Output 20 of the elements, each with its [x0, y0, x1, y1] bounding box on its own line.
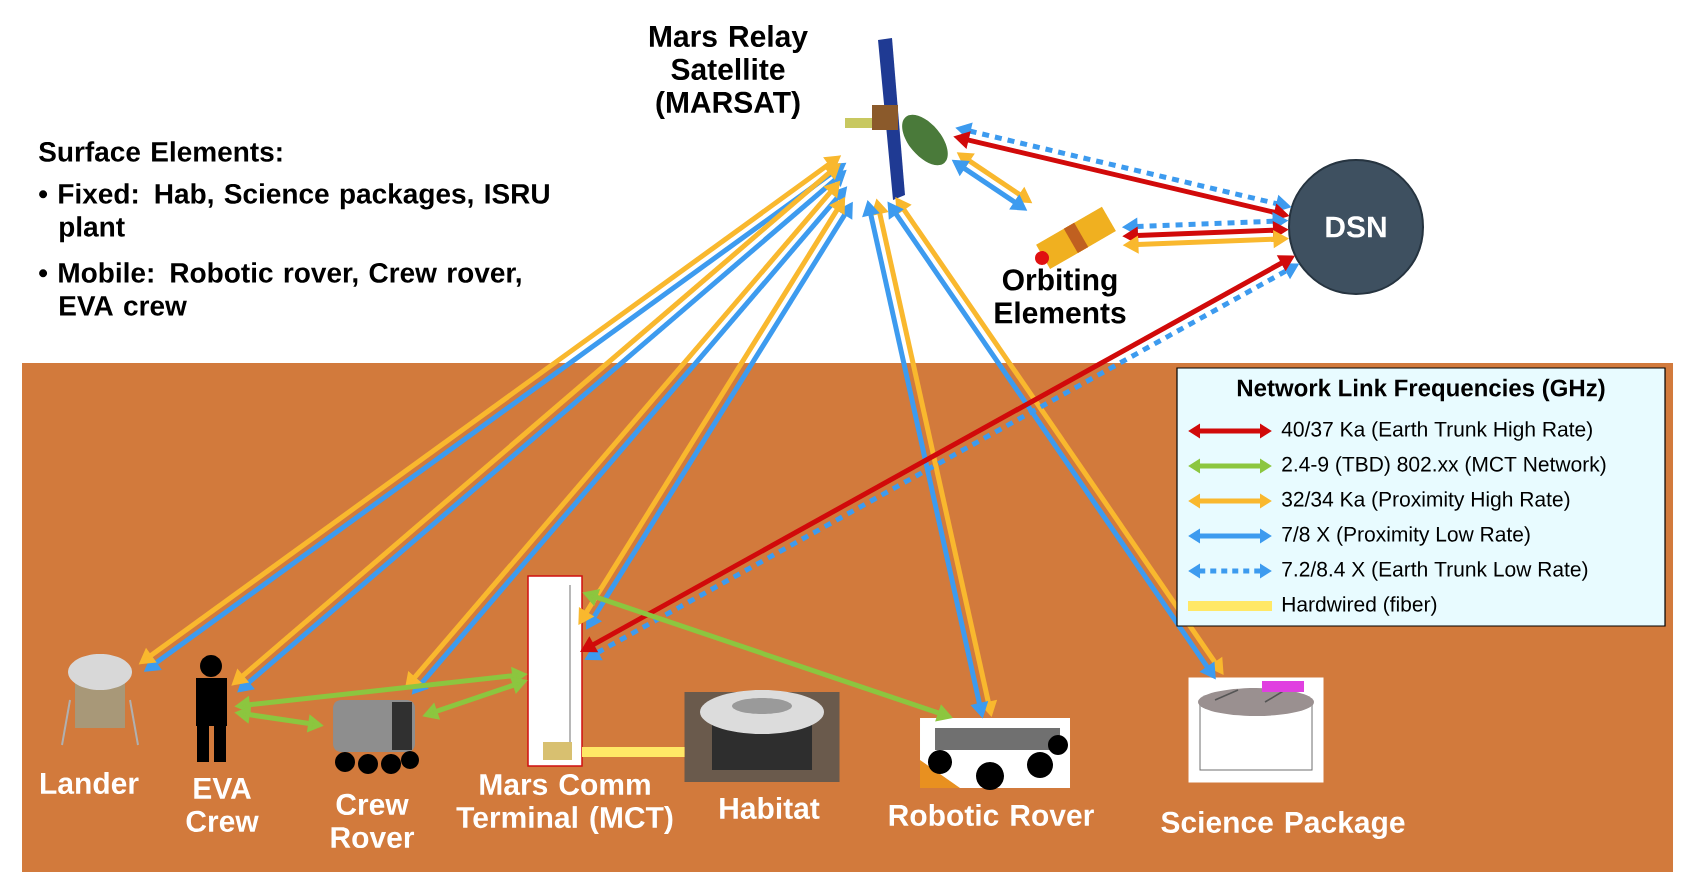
list-text: • Fixed: Hab, Science packages, ISRU plant [39, 183, 549, 243]
list-text: • Mobile: Robotic rover, Crew rover, EVA crew [39, 262, 521, 316]
legend-text: Hardwired (fiber) [1282, 596, 1437, 616]
globe: DSN [1288, 159, 1424, 295]
node-label: Crew Rover [331, 793, 415, 849]
node-label: Science Package [1161, 810, 1405, 840]
node-label: Orbiting Elements [995, 268, 1126, 324]
legend-text: 7.2/8.4 X (Earth Trunk Low Rate) [1282, 561, 1588, 581]
legend-text: 7/8 X (Proximity Low Rate) [1282, 526, 1530, 546]
legend-text: 2.4-9 (TBD) 802.xx (MCT Network) [1282, 456, 1606, 476]
node-label: Habitat [720, 797, 820, 819]
list-text: Surface Elements: [39, 141, 282, 162]
node-label: EVA Crew [186, 778, 259, 832]
legend-text: 40/37 Ka (Earth Trunk High Rate) [1281, 421, 1592, 441]
node-label: Mars Relay Satellite (MARSAT) [649, 25, 808, 119]
node-label: Lander [41, 772, 139, 794]
legend-title: Network Link Frequencies (GHz) [1237, 378, 1605, 402]
legend-text: 32/34 Ka (Proximity High Rate) [1282, 491, 1570, 511]
node-label: Mars Comm Terminal (MCT) [456, 773, 673, 835]
node-label: Robotic Rover [889, 804, 1094, 826]
